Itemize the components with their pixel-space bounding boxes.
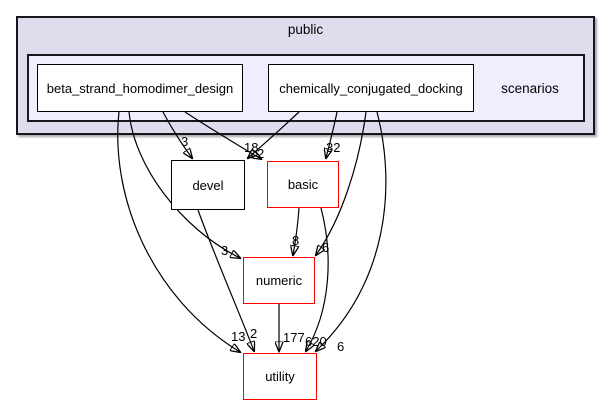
- node-chemically-conjugated-docking[interactable]: chemically_conjugated_docking: [268, 64, 474, 112]
- cluster-scenarios-label: scenarios: [501, 80, 559, 96]
- edge-label-beta-to-devel: 3: [181, 134, 188, 149]
- edge-beta-to-devel: [162, 111, 192, 158]
- node-devel[interactable]: devel: [171, 160, 245, 210]
- edge-label-beta-to-utility: 13: [231, 329, 245, 344]
- edge-basic-to-utility: [306, 207, 329, 351]
- edge-label-chem-to-utility: 6: [337, 339, 344, 354]
- edge-chem-to-utility: [316, 111, 387, 351]
- edge-devel-to-utility: [197, 209, 254, 351]
- edge-label-numeric-to-utility: 177: [283, 330, 305, 345]
- edge-label-chem-to-devel: 2: [257, 146, 264, 161]
- edge-label-basic-to-utility: 620: [305, 334, 327, 349]
- edge-label-beta-to-basic: 18: [244, 140, 258, 155]
- edge-beta-to-utility: [117, 111, 240, 352]
- edge-label-chem-to-basic: 32: [326, 140, 340, 155]
- edge-beta-to-numeric: [128, 111, 240, 258]
- node-utility[interactable]: utility: [243, 353, 317, 400]
- node-beta-strand-homodimer-design[interactable]: beta_strand_homodimer_design: [37, 64, 243, 112]
- cluster-public-label: public: [287, 22, 324, 37]
- edge-label-basic-to-numeric: 8: [292, 233, 299, 248]
- node-devel-label: devel: [192, 177, 224, 193]
- edge-chem-to-numeric: [316, 111, 367, 255]
- edge-chem-to-devel: [248, 111, 300, 158]
- node-basic-label: basic: [287, 177, 319, 192]
- node-beta-strand-homodimer-design-label: beta_strand_homodimer_design: [46, 80, 234, 96]
- edge-basic-to-numeric: [293, 207, 300, 255]
- edge-label-devel-to-utility: 2: [250, 326, 257, 341]
- node-numeric-label: numeric: [255, 273, 303, 288]
- edge-label-chem-to-numeric: 6: [322, 240, 329, 255]
- edge-chem-to-basic: [326, 111, 338, 158]
- edge-label-beta-to-numeric: 3: [221, 243, 228, 258]
- node-numeric[interactable]: numeric: [243, 257, 315, 304]
- node-chemically-conjugated-docking-label: chemically_conjugated_docking: [279, 80, 463, 96]
- node-basic[interactable]: basic: [267, 161, 339, 208]
- node-utility-label: utility: [265, 369, 295, 384]
